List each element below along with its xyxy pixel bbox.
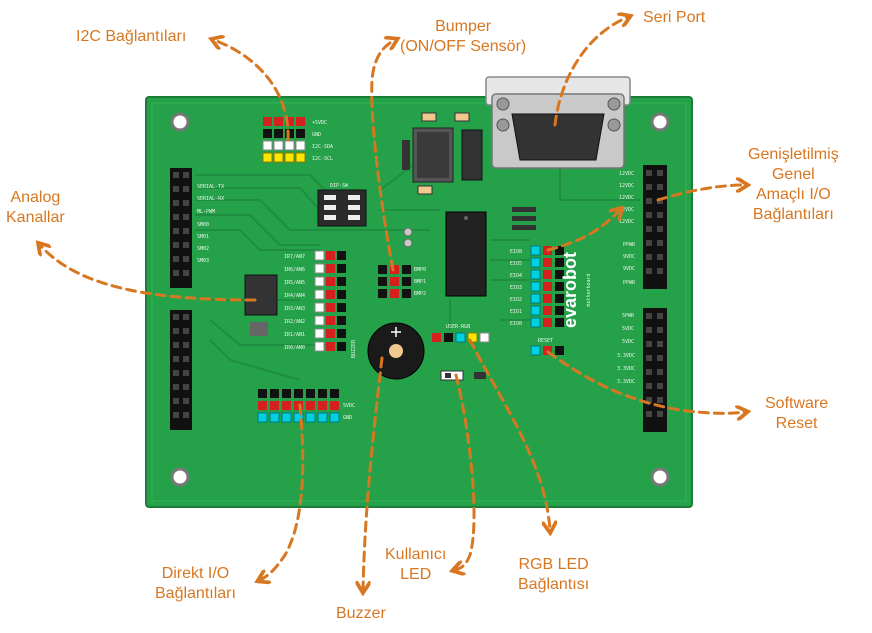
- reset-header-pins: [530, 345, 564, 356]
- right-label-3: 12VDC: [619, 207, 634, 213]
- label-buzzer: Buzzer: [336, 605, 386, 622]
- i2c-row-label-1: +5VDC: [312, 120, 327, 126]
- label-gpio: Genişletilmiş Genel Amaçlı I/O Bağlantıl…: [748, 146, 839, 223]
- callout-arrow-analog: [40, 245, 257, 302]
- left-header-label-5: SM01: [197, 234, 209, 240]
- callout-arrow-bumper: [370, 40, 395, 272]
- dip-switch-label: DIP-SW: [330, 183, 349, 189]
- right2-label-5: 3.3VDC: [617, 379, 635, 385]
- i2c-row-label-2: GND: [312, 132, 321, 138]
- brand-subtitle: motherboard: [586, 273, 592, 306]
- microcontroller-ic: [445, 211, 487, 297]
- direct-io-label-2: GND: [343, 415, 352, 421]
- label-serial-port: Seri Port: [643, 9, 706, 26]
- callout-arrow-buzzer: [363, 356, 384, 590]
- serial-port-connector: [485, 76, 631, 169]
- label-direct-io: Direkt I/O Bağlantıları: [155, 565, 236, 602]
- io-label-3: EIO3: [510, 285, 522, 291]
- left-header-pins: [173, 172, 189, 418]
- right2-label-4: 3.3VDC: [617, 366, 635, 372]
- right2-label-1: 5VDC: [622, 326, 634, 332]
- label-bumper: Bumper (ON/OFF Sensör): [400, 18, 527, 55]
- left-header-label-1: SERIAL-TX: [197, 184, 224, 190]
- bmp-label-0: BMP0: [414, 267, 426, 273]
- brand-logo-text: evarobot: [560, 252, 580, 328]
- right-label-5: PPWR: [623, 242, 636, 248]
- buzzer-silk-label: BUZZER: [351, 339, 357, 358]
- callout-arrow-gpio: [656, 185, 745, 202]
- ir-label-7: IR0/AN0: [284, 345, 305, 351]
- callout-arrow-i2c: [214, 40, 290, 142]
- callout-arrow-rgb-led: [468, 338, 550, 530]
- right-header-pins: [646, 170, 663, 417]
- user-led: [440, 370, 486, 381]
- user-rgb-label: USER-RGB: [446, 324, 470, 330]
- right2-label-3: 3.3VDC: [617, 353, 635, 359]
- io-label-5: EIO1: [510, 309, 522, 315]
- ir-label-1: IR6/AN6: [284, 267, 305, 273]
- io-label-4: EIO2: [510, 297, 522, 303]
- left-header-label-4: SM00: [197, 222, 209, 228]
- right2-label-2: 5VDC: [622, 339, 634, 345]
- dip-switch: [317, 189, 367, 227]
- ir-label-5: IR2/AN2: [284, 319, 305, 325]
- label-software-reset: Software Reset: [765, 395, 829, 432]
- ir-label-0: IR7/AN7: [284, 254, 305, 260]
- callout-arrow-reset: [546, 350, 745, 413]
- adc-ic: [244, 274, 278, 336]
- bmp-label-1: BMP1: [414, 279, 426, 285]
- io-label-6: EIO0: [510, 321, 522, 327]
- bmp-label-2: BMP2: [414, 291, 426, 297]
- callout-arrow-user-led: [455, 373, 476, 570]
- buzzer-component: [367, 322, 425, 380]
- voltage-regulator-ic: [412, 127, 454, 183]
- right-label-8: PPWR: [623, 280, 636, 286]
- i2c-header-pins: [262, 117, 306, 163]
- bumper-header-pins: [378, 265, 411, 298]
- callout-arrow-direct-io: [260, 403, 305, 580]
- left-header-label-2: SERIAL-RX: [197, 196, 224, 202]
- callout-arrow-gpio-link: [546, 210, 620, 252]
- label-i2c: I2C Bağlantıları: [76, 28, 187, 45]
- small-ic-chip: [402, 129, 483, 181]
- jumper-pins: [403, 227, 413, 248]
- left-header-label-6: SM02: [197, 246, 209, 252]
- right-label-0: 12VDC: [619, 171, 634, 177]
- ir-label-6: IR1/AN1: [284, 332, 305, 338]
- right2-label-0: 5PWR: [622, 313, 635, 319]
- i2c-row-label-4: I2C-SCL: [312, 156, 333, 162]
- board-inner-edge: [151, 102, 687, 502]
- direct-io-header-pins: [257, 389, 340, 423]
- label-user-led: Kullanıcı LED: [385, 546, 447, 583]
- gpio-header-pins: [530, 245, 564, 328]
- label-analog: Analog Kanallar: [6, 189, 65, 226]
- smd-resistors: [512, 207, 536, 230]
- ir-analog-header-pins: [314, 250, 346, 352]
- io-label-2: EIO4: [510, 273, 522, 279]
- right-label-7: 9VDC: [623, 266, 635, 272]
- ir-label-3: IR4/AN4: [284, 293, 305, 299]
- direct-io-label-1: 5VDC: [343, 403, 355, 409]
- callout-arrow-serial: [553, 17, 628, 127]
- smd-capacitors: [417, 112, 470, 195]
- mounting-holes: [170, 112, 670, 487]
- right-label-1: 12VDC: [619, 183, 634, 189]
- label-rgb-led: RGB LED Bağlantısı: [518, 556, 590, 593]
- i2c-row-label-3: I2C-SDA: [312, 144, 333, 150]
- user-rgb-header-pins: [432, 332, 490, 343]
- ir-label-4: IR3/AN3: [284, 306, 305, 312]
- io-label-0: EIO8: [510, 249, 522, 255]
- reset-label: RESET: [538, 338, 553, 344]
- right-label-2: 12VDC: [619, 195, 634, 201]
- io-label-1: EIO5: [510, 261, 522, 267]
- left-header-label-3: ML-PWM: [197, 209, 215, 215]
- left-header-label-7: SM03: [197, 258, 209, 264]
- right-label-6: 9VDC: [623, 254, 635, 260]
- ir-label-2: IR5/AN5: [284, 280, 305, 286]
- right-label-4: 12VDC: [619, 219, 634, 225]
